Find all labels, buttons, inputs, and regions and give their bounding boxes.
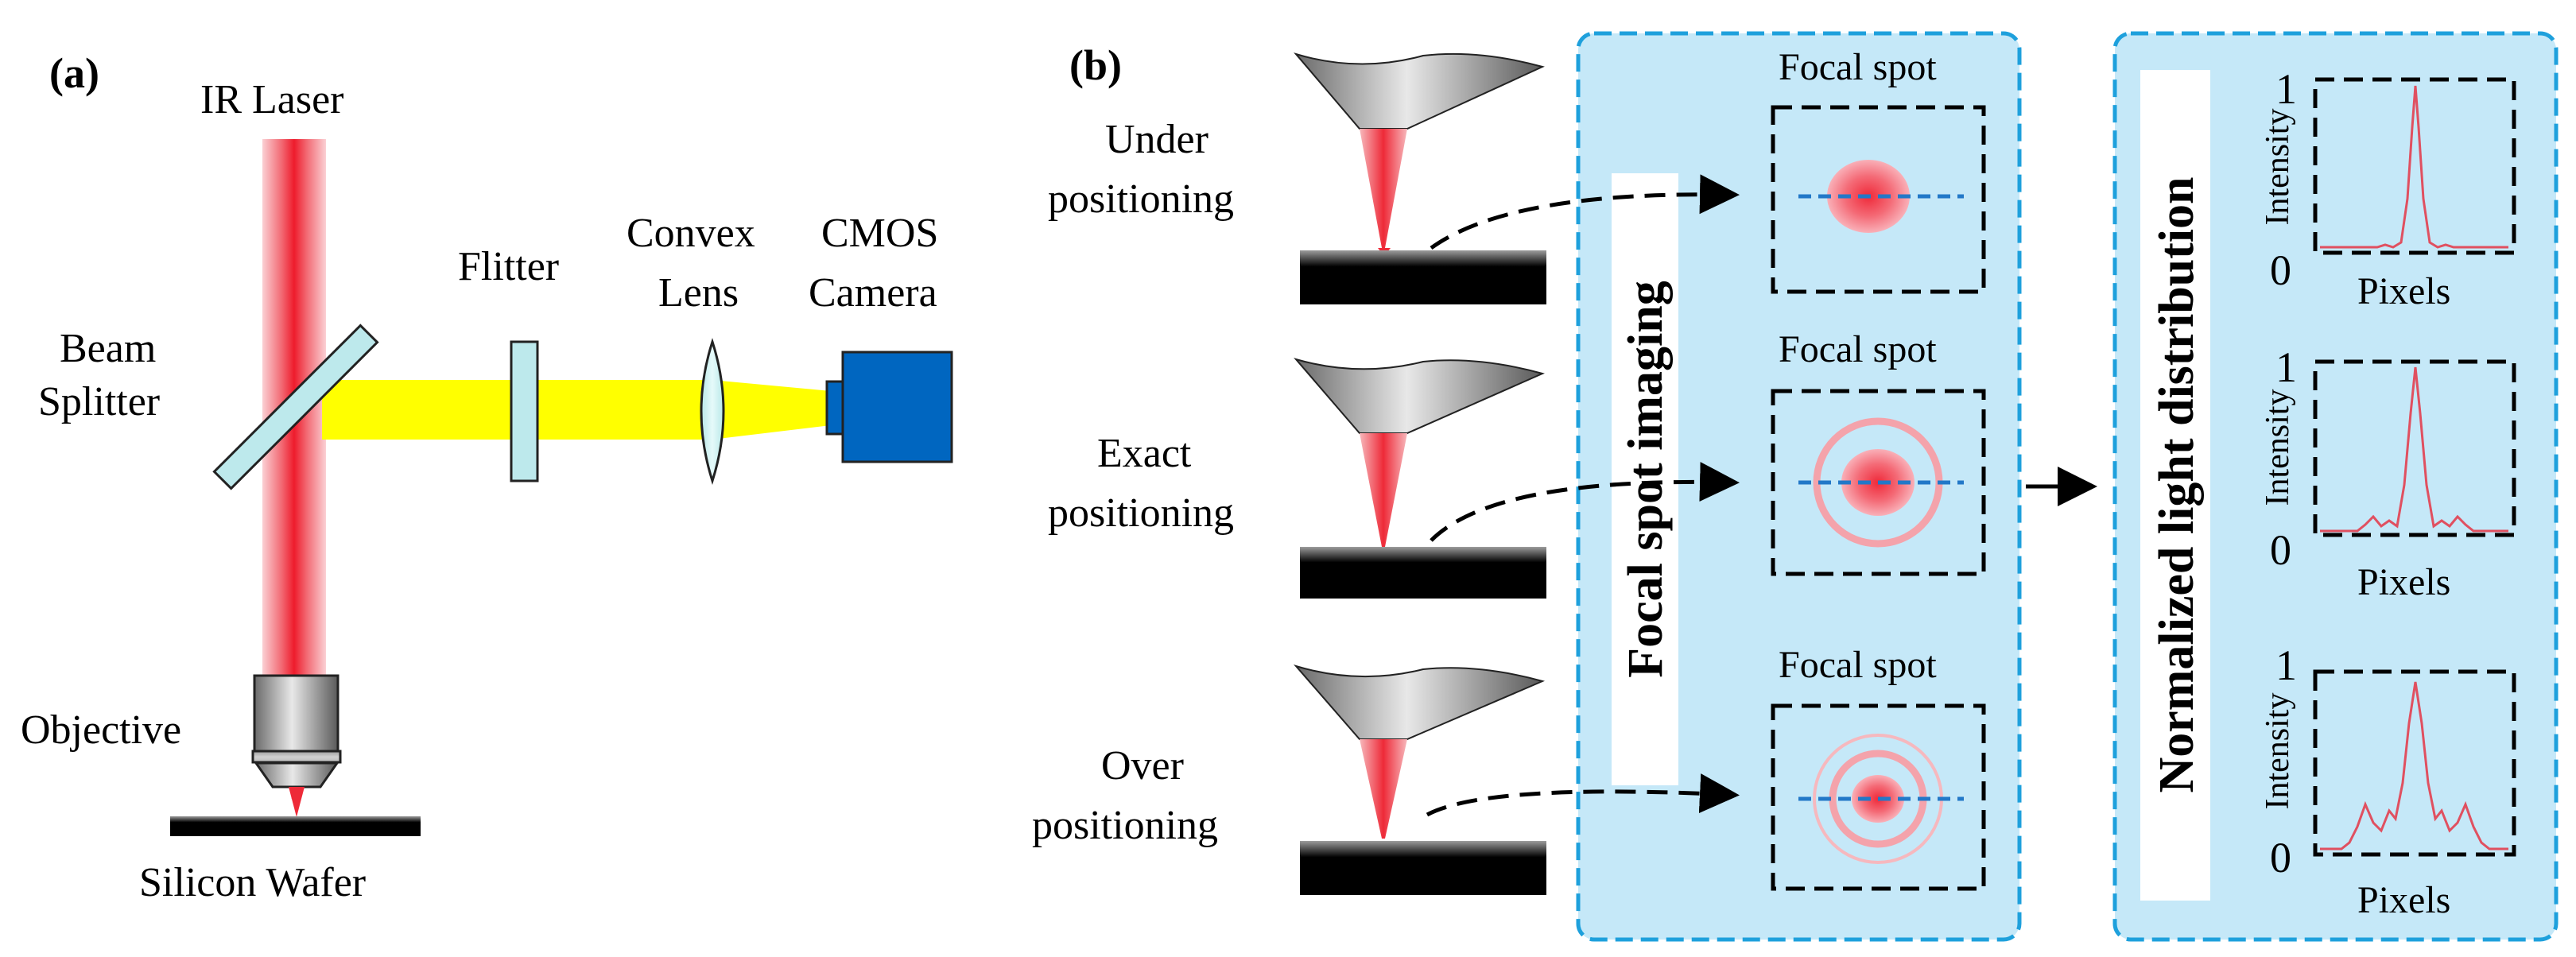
focal-imaging-title-box bbox=[1612, 173, 1678, 785]
distribution-title: Normalized light distribution bbox=[2150, 176, 2204, 792]
wafer-exact bbox=[1300, 547, 1546, 599]
distribution-panel bbox=[2112, 31, 2559, 942]
plot-1: 1 0 Intensity Pixels bbox=[2260, 65, 2516, 312]
panel-a-label: (a) bbox=[49, 49, 99, 97]
row-over: Over positioning Focal spot bbox=[1032, 644, 1986, 895]
focus-cone-under bbox=[1360, 129, 1407, 248]
focal-box-over bbox=[1771, 703, 1986, 891]
plot-frame-2 bbox=[2313, 359, 2516, 537]
yellow-beam bbox=[322, 380, 831, 440]
objective bbox=[251, 674, 342, 817]
row-label-over-1: Over bbox=[1101, 743, 1184, 788]
silicon-wafer-label: Silicon Wafer bbox=[139, 860, 366, 905]
focal-spot-label-under: Focal spot bbox=[1779, 46, 1937, 88]
beam-splitter-label-1: Beam bbox=[60, 326, 156, 371]
cmos-camera bbox=[841, 351, 953, 463]
objective-label: Objective bbox=[21, 707, 181, 753]
plot-2: 1 0 Intensity Pixels bbox=[2260, 343, 2516, 603]
focal-spot-label-over: Focal spot bbox=[1779, 644, 1937, 686]
ir-laser-label: IR Laser bbox=[200, 77, 343, 122]
focus-cone-exact bbox=[1360, 433, 1407, 547]
plot-ymax-2: 1 bbox=[2275, 343, 2297, 391]
silicon-wafer bbox=[170, 816, 421, 836]
row-label-under-2: positioning bbox=[1048, 176, 1234, 222]
filter-element bbox=[510, 340, 539, 482]
convex-lens-label-1: Convex bbox=[627, 211, 755, 256]
row-under: Under positioning Focal spot bbox=[1048, 46, 1986, 304]
arrow-over bbox=[1426, 773, 1740, 817]
plot-ymin-2: 0 bbox=[2270, 526, 2291, 574]
plot-ylabel-2: Intensity bbox=[2260, 389, 2296, 506]
convex-lens-label-2: Lens bbox=[658, 270, 739, 316]
focus-cone-over bbox=[1360, 739, 1407, 839]
row-exact: Exact positioning Focal spot bbox=[1048, 328, 1986, 599]
beam-splitter bbox=[212, 324, 379, 490]
plot-ymin-3: 0 bbox=[2270, 834, 2291, 881]
intensity-curve-2 bbox=[2320, 366, 2508, 533]
plot-ylabel-1: Intensity bbox=[2260, 109, 2296, 226]
cmos-label: CMOS bbox=[821, 211, 938, 256]
plot-ymax-1: 1 bbox=[2275, 65, 2297, 113]
focal-box-under bbox=[1771, 105, 1986, 294]
convex-lens bbox=[700, 338, 725, 485]
panel-b-label: (b) bbox=[1069, 41, 1122, 89]
panel-b: (b) Focal spot imaging Normalized light … bbox=[1032, 31, 2559, 942]
plot-frame-3 bbox=[2313, 669, 2516, 857]
plot-ylabel-3: Intensity bbox=[2260, 693, 2296, 810]
plot-3: 1 0 Intensity Pixels bbox=[2260, 641, 2516, 921]
plot-ymin-1: 0 bbox=[2270, 246, 2291, 294]
panel-a: (a) IR Laser Beam Splitter Flitter Conve… bbox=[21, 49, 953, 905]
intensity-curve-1 bbox=[2320, 85, 2508, 249]
plot-ymax-3: 1 bbox=[2275, 641, 2297, 689]
objective-tip-over bbox=[1293, 664, 1546, 740]
objective-tip-under bbox=[1294, 52, 1545, 130]
distribution-title-box bbox=[2140, 70, 2210, 901]
plot-frame-1 bbox=[2313, 77, 2516, 255]
row-label-under-1: Under bbox=[1105, 117, 1208, 162]
row-label-exact-2: positioning bbox=[1048, 490, 1234, 536]
focal-box-exact bbox=[1771, 389, 1986, 576]
focal-imaging-title: Focal spot imaging bbox=[1619, 281, 1673, 677]
row-label-exact-1: Exact bbox=[1097, 431, 1192, 476]
beam-splitter-label-2: Splitter bbox=[38, 379, 160, 424]
plot-xlabel-2: Pixels bbox=[2357, 561, 2450, 603]
intensity-curve-3 bbox=[2320, 681, 2508, 850]
focal-imaging-panel bbox=[1576, 31, 2022, 942]
plot-xlabel-3: Pixels bbox=[2357, 879, 2450, 921]
row-label-over-2: positioning bbox=[1032, 803, 1218, 848]
filter-label: Flitter bbox=[458, 244, 559, 289]
focal-spot-label-exact: Focal spot bbox=[1779, 328, 1937, 370]
camera-label: Camera bbox=[809, 270, 937, 316]
wafer-under bbox=[1300, 250, 1546, 304]
wafer-over bbox=[1300, 841, 1546, 895]
plot-xlabel-1: Pixels bbox=[2357, 270, 2450, 312]
objective-tip-exact bbox=[1294, 358, 1545, 434]
